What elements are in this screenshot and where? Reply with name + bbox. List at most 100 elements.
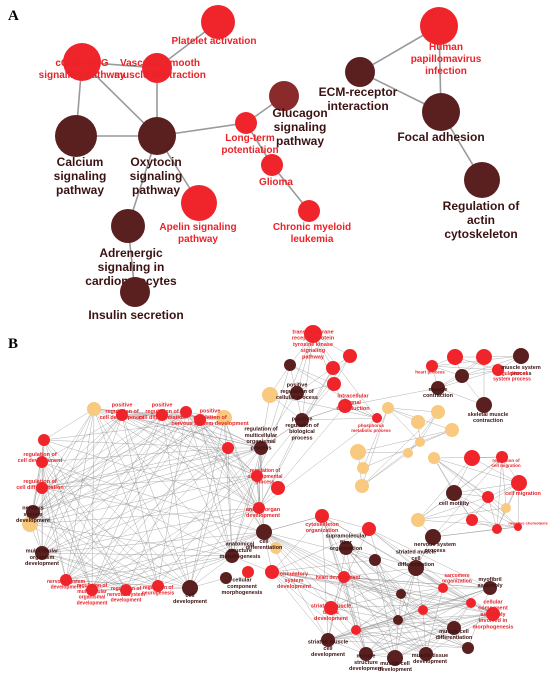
node-b34[interactable] (447, 621, 461, 635)
node-b-unlabeled[interactable] (382, 402, 394, 414)
node-b7[interactable] (35, 546, 49, 560)
node-b42[interactable] (426, 360, 438, 372)
node-b-unlabeled[interactable] (38, 434, 50, 446)
node-b35[interactable] (483, 581, 497, 595)
node-b-unlabeled[interactable] (87, 402, 101, 416)
node-b-unlabeled[interactable] (343, 349, 357, 363)
node-b-unlabeled[interactable] (403, 448, 413, 458)
node-b32[interactable] (387, 650, 403, 666)
node-b46[interactable] (514, 523, 522, 531)
node-b22[interactable] (372, 413, 382, 423)
node-b30[interactable] (321, 633, 335, 647)
node-b3[interactable] (194, 414, 206, 426)
node-b-unlabeled[interactable] (355, 479, 369, 493)
node-b12[interactable] (182, 580, 198, 596)
node-b14[interactable] (256, 524, 272, 540)
node-b18[interactable] (290, 386, 304, 400)
node-b16[interactable] (253, 502, 265, 514)
node-b-unlabeled[interactable] (262, 387, 278, 403)
node-b2[interactable] (156, 409, 168, 421)
node-b-unlabeled[interactable] (271, 481, 285, 495)
node-b-unlabeled[interactable] (222, 442, 234, 454)
node-b-unlabeled[interactable] (180, 406, 192, 418)
node-b31[interactable] (359, 647, 373, 661)
node-b47[interactable] (425, 529, 441, 545)
node-b4[interactable] (36, 456, 48, 468)
node-b40[interactable] (476, 397, 492, 413)
node-b-unlabeled[interactable] (242, 566, 254, 578)
node-b-unlabeled[interactable] (418, 605, 428, 615)
node-b-unlabeled[interactable] (350, 444, 366, 460)
node-b37[interactable] (438, 583, 448, 593)
node-b-unlabeled[interactable] (357, 462, 369, 474)
node-b-unlabeled[interactable] (466, 598, 476, 608)
node-b-unlabeled[interactable] (501, 503, 511, 513)
node-b21[interactable] (338, 399, 352, 413)
node-b45[interactable] (496, 451, 508, 463)
node-b39[interactable] (431, 381, 445, 395)
node-b-unlabeled[interactable] (462, 642, 474, 654)
node-b29[interactable] (324, 601, 338, 615)
node-b43[interactable] (446, 485, 462, 501)
node-b6[interactable] (26, 505, 40, 519)
node-b8[interactable] (60, 574, 72, 586)
node-b-unlabeled[interactable] (369, 554, 381, 566)
node-b19[interactable] (295, 413, 309, 427)
node-b36[interactable] (486, 607, 500, 621)
node-b-unlabeled[interactable] (411, 415, 425, 429)
node-b24[interactable] (265, 565, 279, 579)
node-b-unlabeled[interactable] (326, 361, 340, 375)
node-b-unlabeled[interactable] (327, 377, 341, 391)
node-b-unlabeled[interactable] (447, 349, 463, 365)
node-b11[interactable] (152, 580, 164, 592)
node-b10[interactable] (120, 584, 132, 596)
node-b-unlabeled[interactable] (415, 437, 425, 447)
node-b-unlabeled[interactable] (22, 516, 38, 532)
node-b-unlabeled[interactable] (466, 514, 478, 526)
node-b-unlabeled[interactable] (476, 349, 492, 365)
node-b-unlabeled[interactable] (216, 410, 232, 426)
node-b33[interactable] (419, 647, 433, 661)
node-glioma[interactable]: Glioma (259, 154, 293, 188)
node-insulin[interactable]: Insulin secretion (88, 277, 184, 322)
node-b5[interactable] (36, 482, 48, 494)
node-b9[interactable] (86, 584, 98, 596)
node-focal[interactable]: Focal adhesion (397, 93, 485, 144)
node-b-unlabeled[interactable] (492, 524, 502, 534)
node-b20[interactable] (304, 325, 322, 343)
node-b-unlabeled[interactable] (445, 423, 459, 437)
node-b-unlabeled[interactable] (270, 542, 282, 554)
node-b-unlabeled[interactable] (411, 513, 425, 527)
node-b-unlabeled[interactable] (362, 522, 376, 536)
node-b44[interactable] (511, 475, 527, 491)
node-b-unlabeled[interactable] (431, 405, 445, 419)
node-b-unlabeled[interactable] (482, 491, 494, 503)
node-b27[interactable] (338, 571, 350, 583)
node-b15[interactable] (251, 470, 263, 482)
node-b-unlabeled[interactable] (351, 625, 361, 635)
node-b23[interactable] (220, 572, 232, 584)
node-b-unlabeled[interactable] (464, 450, 480, 466)
node-b25[interactable] (315, 509, 329, 523)
node-b28[interactable] (408, 560, 424, 576)
node-b41[interactable] (492, 364, 504, 376)
node-b-unlabeled[interactable] (393, 615, 403, 625)
node-b26[interactable] (339, 541, 353, 555)
node-b-unlabeled[interactable] (284, 359, 296, 371)
node-b1[interactable] (116, 409, 128, 421)
node-b-unlabeled[interactable] (428, 452, 440, 464)
node-b38[interactable] (513, 348, 529, 364)
node-b-unlabeled[interactable] (455, 369, 469, 383)
node-platelet[interactable]: Platelet activation (171, 5, 257, 47)
